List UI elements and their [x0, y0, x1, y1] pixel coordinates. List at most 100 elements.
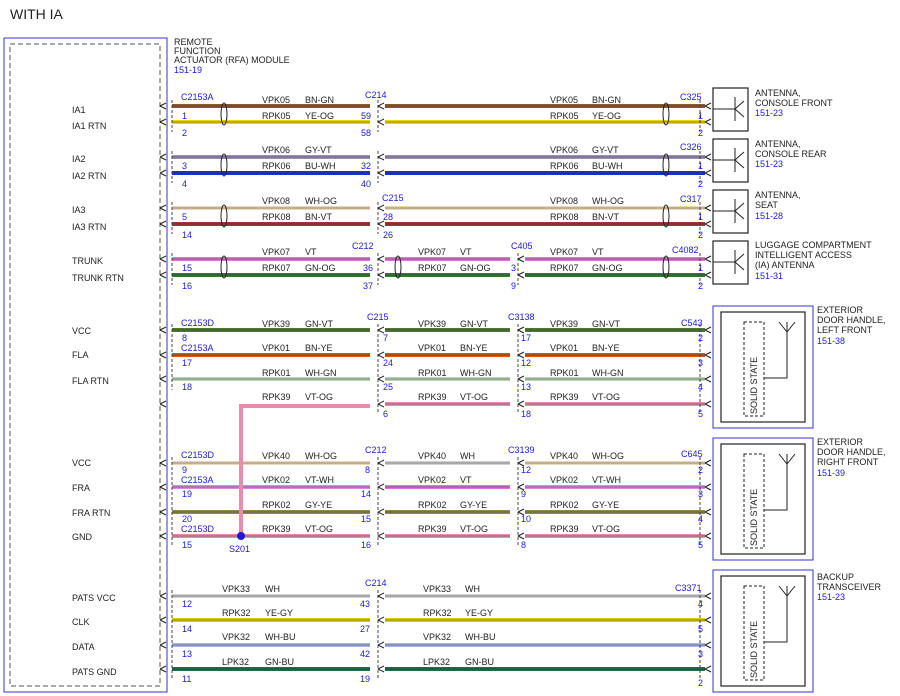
connector-arrow [377, 204, 385, 212]
device-name: ANTENNA, [755, 88, 801, 98]
device-ref: 151-28 [755, 211, 783, 221]
diagram-title: WITH IA [10, 6, 64, 22]
circuit-id: VPK06 [550, 145, 578, 155]
twisted-pair-mark [220, 102, 228, 126]
connector-label: C405 [511, 241, 533, 251]
connector-label: C214 [365, 90, 387, 100]
circuit-color: VT-OG [305, 392, 333, 402]
connector-arrow [377, 532, 385, 540]
antenna-luggage [712, 240, 749, 285]
connector-arrow [159, 665, 167, 673]
antenna-icon [764, 453, 796, 511]
solid-state-label: SOLID STATE [749, 357, 759, 414]
circuit-id: VPK40 [550, 451, 578, 461]
connector-arrow [704, 592, 712, 600]
pin-number: 9 [182, 465, 187, 475]
connector-label: C2153A [181, 475, 214, 485]
pin-number: 1 [182, 111, 187, 121]
connector-labels: C2153A C214 C325 C326 C215 C317 C212 C40… [181, 90, 703, 593]
signal-label: IA3 RTN [72, 222, 106, 232]
circuit-color: WH-BU [265, 632, 296, 642]
circuit-id: RPK06 [550, 161, 579, 171]
signal-label: IA1 RTN [72, 121, 106, 131]
signal-labels: IA1 IA1 RTN IA2 IA2 RTN IA3 IA3 RTN TRUN… [72, 105, 124, 677]
connector-label: C543 [681, 318, 703, 328]
connector-arrow [159, 616, 167, 624]
device-box [720, 443, 806, 555]
pin-number: 3 [698, 489, 703, 499]
device-name: TRANSCEIVER [817, 582, 882, 592]
circuit-id: VPK33 [222, 584, 250, 594]
device-name: EXTERIOR [817, 305, 864, 315]
device-name: BACKUP [817, 572, 854, 582]
signal-label: VCC [72, 326, 92, 336]
device-name: LEFT FRONT [817, 325, 873, 335]
circuit-id: VPK07 [418, 247, 446, 257]
signal-label: DATA [72, 642, 95, 652]
twisted-pair-mark [662, 204, 670, 228]
connector-arrow [517, 459, 525, 467]
circuit-color: BN-GN [592, 95, 621, 105]
circuit-id: VPK06 [262, 145, 290, 155]
pin-number: 3 [511, 263, 516, 273]
connector-arrow [377, 326, 385, 334]
circuit-id: RPK01 [418, 368, 447, 378]
pin-number: 5 [182, 212, 187, 222]
pin-number: 37 [363, 281, 373, 291]
pin-number: 43 [360, 599, 370, 609]
connector-arrow [704, 483, 712, 491]
signal-label: IA2 [72, 154, 86, 164]
circuit-color: WH [465, 584, 480, 594]
antenna-icon [764, 321, 796, 379]
connector-arrow [159, 400, 167, 408]
antenna-icon [713, 148, 745, 172]
pin-number: 2 [698, 333, 703, 343]
solid-state-label: SOLID STATE [749, 621, 759, 678]
signal-label: PATS GND [72, 667, 117, 677]
connector-arrow [377, 271, 385, 279]
circuit-id: LPK32 [423, 657, 450, 667]
connector-label: C4082 [672, 245, 699, 255]
circuit-id: VPK02 [262, 475, 290, 485]
circuit-id: LPK32 [222, 657, 249, 667]
pin-number: 26 [383, 230, 393, 240]
splice-wire [239, 404, 370, 536]
device-name: DOOR HANDLE, [817, 447, 886, 457]
connector-label: C3138 [508, 312, 535, 322]
twisted-pair-mark [662, 255, 670, 279]
circuit-id: RPK39 [262, 524, 291, 534]
circuit-id: VPK07 [262, 247, 290, 257]
pin-number: 17 [182, 358, 192, 368]
module-name-1: REMOTE [174, 37, 213, 47]
connector-arrow [704, 169, 712, 177]
device-ref: 151-39 [817, 468, 845, 478]
pin-number: 14 [361, 489, 371, 499]
connector-arrow [704, 220, 712, 228]
pin-number: 4 [698, 514, 703, 524]
pin-number: 1 [698, 161, 703, 171]
circuit-id: RPK39 [418, 524, 447, 534]
connector-arrow [377, 255, 385, 263]
circuit-id: VPK02 [550, 475, 578, 485]
circuit-id: VPK39 [550, 319, 578, 329]
twisted-pair-mark [662, 153, 670, 177]
signal-label: CLK [72, 617, 90, 627]
connector-arrow [159, 220, 167, 228]
circuit-color: VT-OG [305, 524, 333, 534]
device-name: DOOR HANDLE, [817, 315, 886, 325]
circuit-id: VPK39 [418, 319, 446, 329]
connector-arrow [159, 532, 167, 540]
circuit-id: VPK32 [222, 632, 250, 642]
pin-number: 15 [182, 263, 192, 273]
connector-arrow [704, 255, 712, 263]
pin-number: 16 [182, 281, 192, 291]
circuit-id: VPK33 [423, 584, 451, 594]
circuit-color: BN-GN [305, 95, 334, 105]
pin-number: 5 [698, 540, 703, 550]
circuit-color: WH-BU [465, 632, 496, 642]
connector-arrow [377, 508, 385, 516]
pin-number: 6 [383, 409, 388, 419]
circuit-color: WH-OG [592, 196, 624, 206]
connector-arrow [159, 102, 167, 110]
circuit-id: VPK05 [262, 95, 290, 105]
